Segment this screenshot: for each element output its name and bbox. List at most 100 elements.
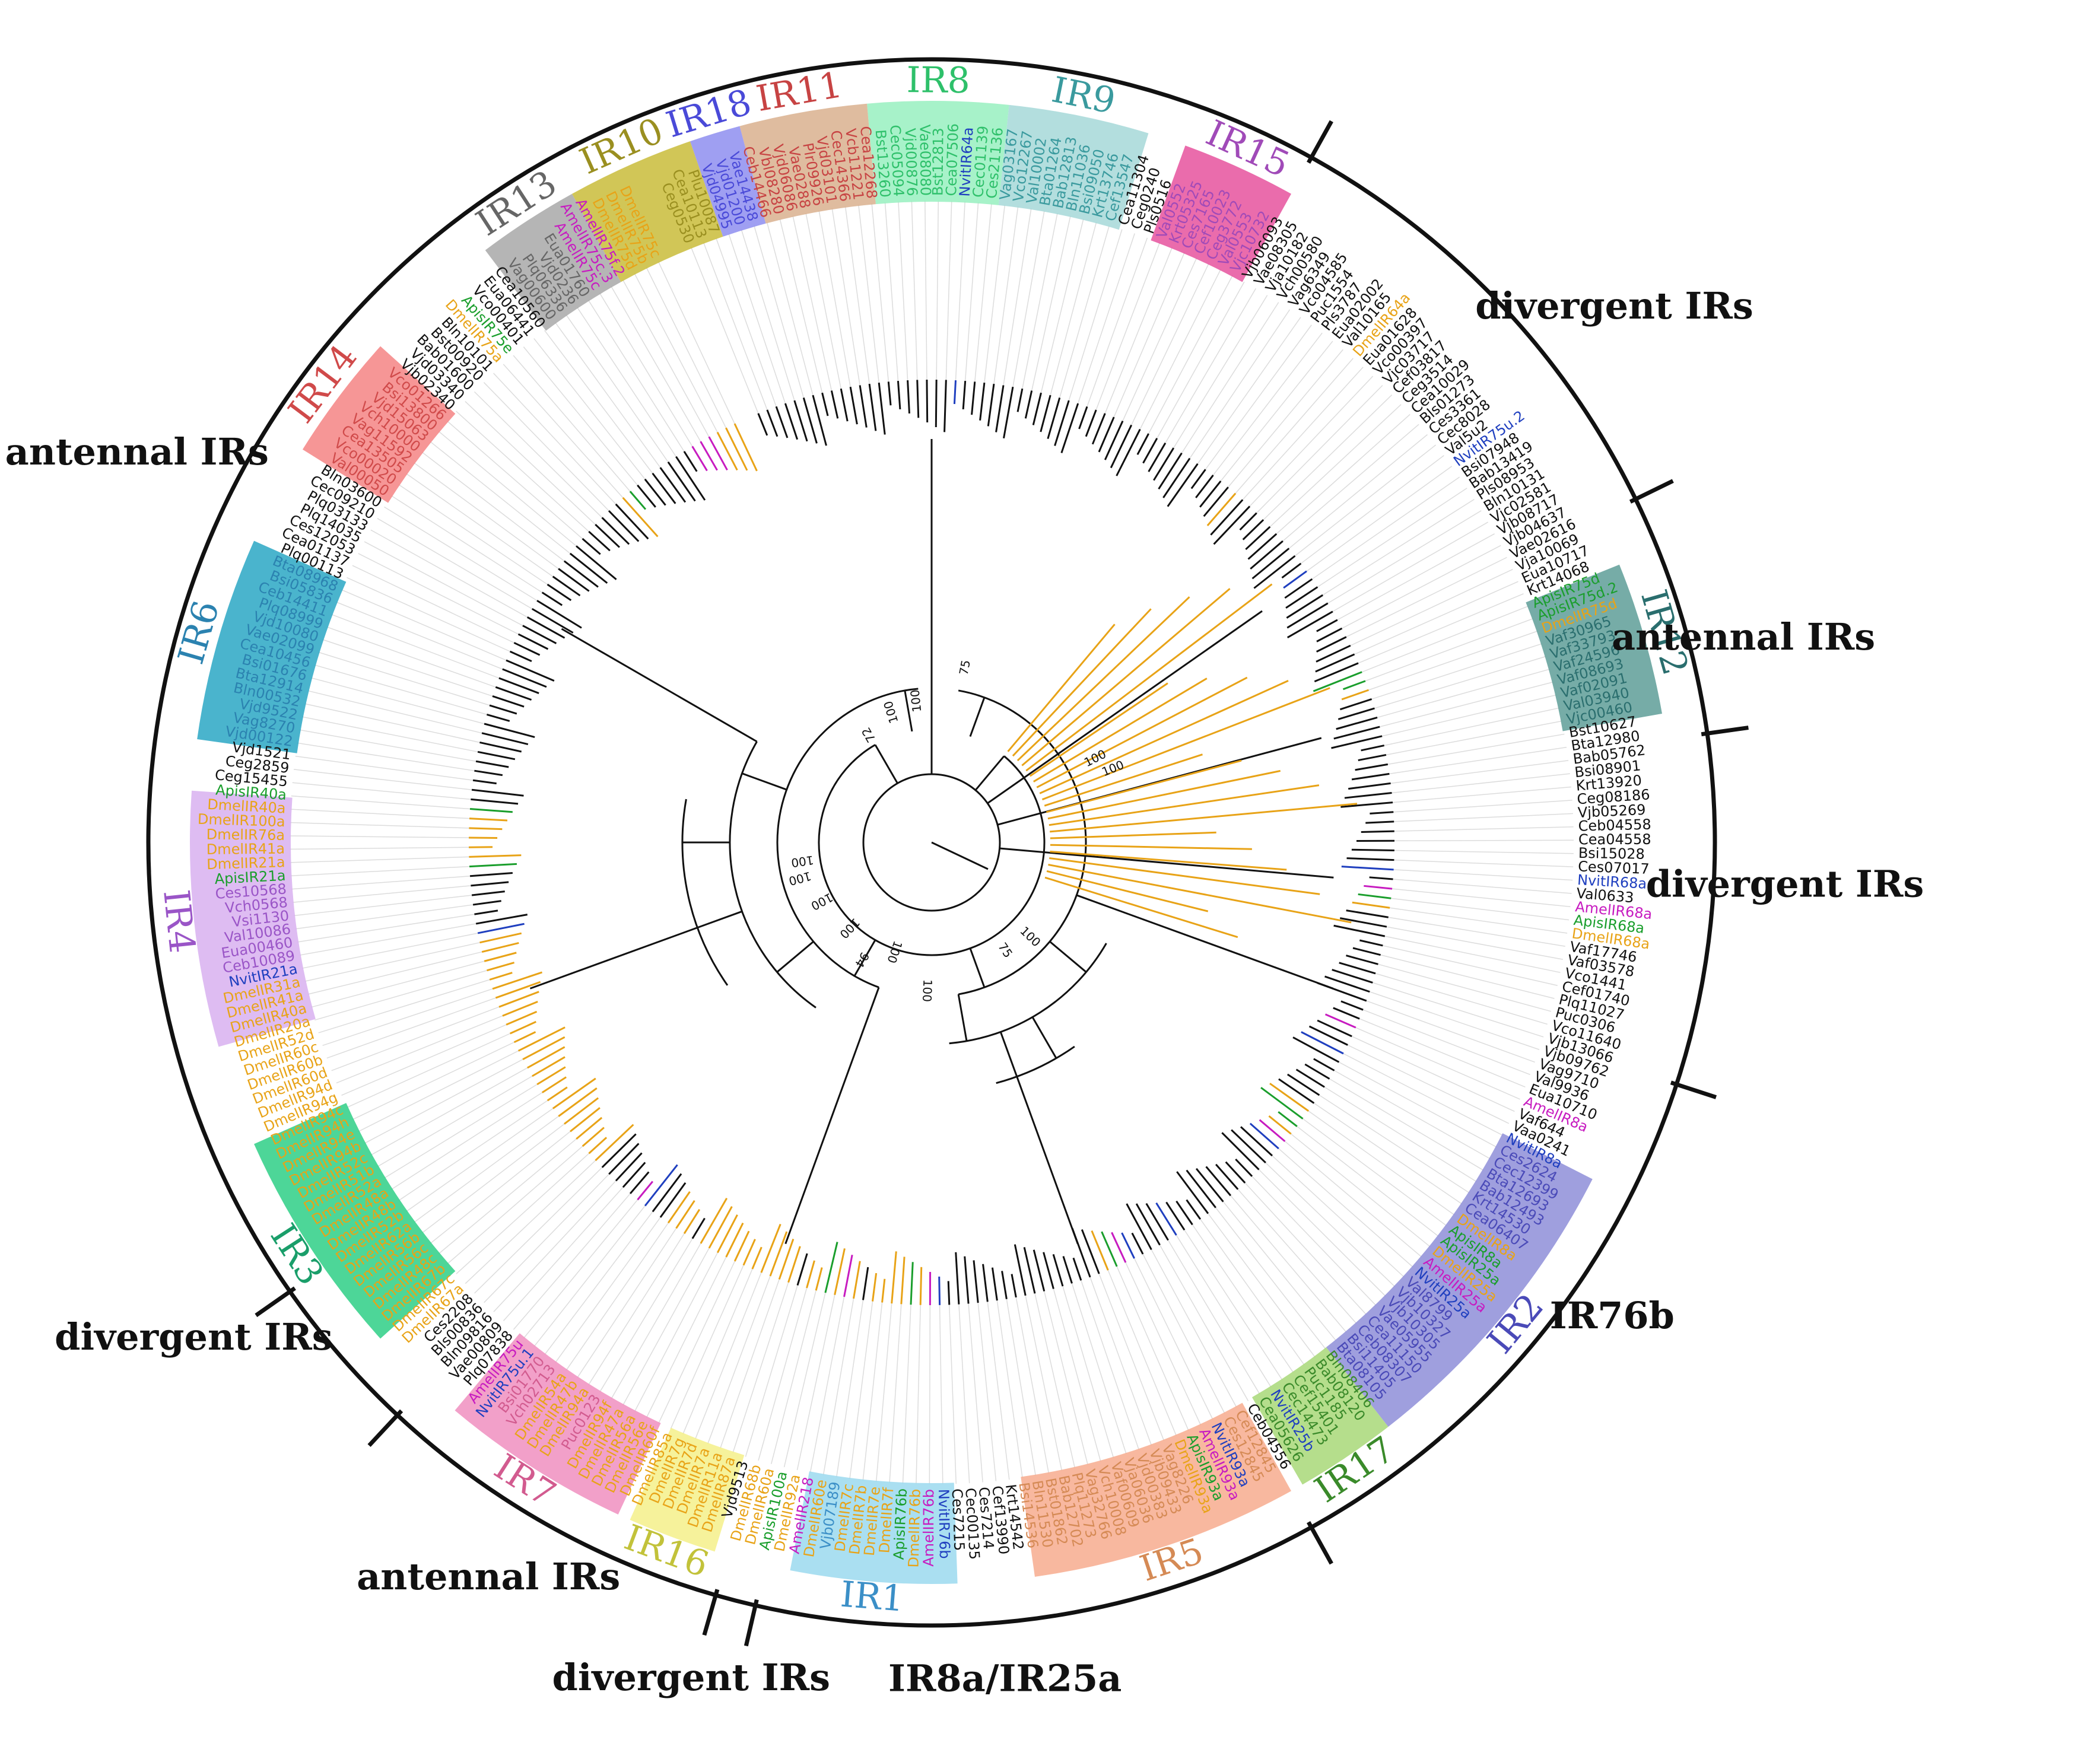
leaf-label: Vjb05269 (1577, 801, 1646, 821)
tip-branch (1091, 1230, 1109, 1271)
tip-branch (900, 1257, 906, 1305)
tip-branch (489, 972, 513, 981)
guide-line (398, 1100, 548, 1201)
leaf-label: NvitIR68a (1577, 871, 1647, 892)
guide-line (1095, 242, 1161, 411)
guide-line (1378, 963, 1552, 1012)
tip-branch (1308, 1025, 1348, 1046)
divergent-branch (1050, 803, 1358, 833)
guide-line (657, 261, 735, 424)
tip-branch (1364, 885, 1393, 890)
tip-branch (541, 591, 563, 606)
internal-branch-5 (969, 948, 986, 988)
ir14-band (302, 346, 456, 503)
tip-branch (910, 1262, 914, 1305)
tip-branch (675, 456, 706, 501)
guide-line (1251, 1176, 1377, 1306)
guide-line (484, 1173, 609, 1303)
tip-branch (716, 431, 738, 471)
guide-line (577, 1228, 677, 1378)
tip-branch (1060, 403, 1079, 453)
tip-branch (1085, 409, 1097, 437)
tip-branch (700, 1197, 728, 1244)
tip-branch (1231, 1129, 1266, 1164)
ir4-label: IR4 (155, 888, 203, 955)
guide-line (929, 1305, 931, 1484)
guide-line (493, 1180, 617, 1312)
tip-branch (1260, 1087, 1304, 1120)
guide-line (1151, 1249, 1237, 1408)
tip-branch (615, 1152, 643, 1182)
tip-branch (1278, 1078, 1315, 1104)
tip-branch (1111, 1232, 1127, 1263)
guide-line (1374, 656, 1546, 709)
tip-branch (481, 941, 519, 953)
guide-line (822, 1298, 854, 1475)
guide-line (1381, 694, 1557, 737)
guide-line (1220, 341, 1333, 482)
tip-branch (629, 1171, 650, 1194)
guide-line (1288, 434, 1428, 549)
internal-branch-13 (999, 1031, 1018, 1077)
tip-branch (1340, 801, 1393, 808)
tip-branch (1278, 1111, 1298, 1127)
guide-line (1176, 1235, 1272, 1388)
guide-line (1189, 309, 1291, 459)
ir9-band (998, 104, 1149, 230)
guide-line (703, 242, 768, 411)
guide-line (1384, 707, 1560, 746)
tip-branch (1259, 1119, 1286, 1143)
guide-line (1390, 760, 1569, 784)
tip-branch (1131, 1232, 1144, 1255)
tip-branch (1213, 505, 1251, 545)
tip-branch (868, 383, 877, 431)
guide-line (1377, 669, 1551, 718)
divergent-irs-right-label: divergent IRs (1646, 862, 1924, 905)
section-separator-0 (1307, 120, 1333, 164)
guide-line (307, 690, 482, 734)
tip-branch (652, 1173, 682, 1213)
tip-branch (1206, 492, 1237, 526)
tip-branch (569, 552, 608, 584)
tip-branch (576, 1116, 603, 1140)
tip-branch (484, 723, 535, 739)
divergent-branch (1036, 676, 1248, 788)
leaf-label: ApisIR21a (214, 867, 286, 888)
tip-branch (615, 503, 649, 540)
leaf-label: DmelIR76b (906, 1488, 924, 1567)
tip-branch (1337, 707, 1375, 720)
guide-line (658, 1261, 735, 1424)
tip-branch (495, 981, 541, 999)
bootstrap-label: 100 (787, 869, 813, 888)
guide-line (322, 639, 493, 697)
tip-branch (1286, 610, 1333, 638)
guide-line (565, 1222, 669, 1371)
guide-line (370, 1067, 528, 1156)
section-separator-4 (1307, 1521, 1333, 1565)
guide-line (447, 1146, 583, 1265)
ir7-band (455, 1333, 661, 1515)
tip-branch (1162, 457, 1191, 498)
leaf-label: DmelIR100a (198, 811, 285, 831)
tip-branch (582, 1127, 605, 1147)
tip-branch (1370, 811, 1394, 815)
tip-branch (725, 1222, 744, 1258)
tip-branch (1195, 475, 1214, 498)
tip-branch (472, 779, 497, 785)
guide-line (1259, 1169, 1386, 1297)
ir16-band (630, 1427, 745, 1552)
tip-branch (742, 1239, 756, 1266)
guide-line (634, 1252, 718, 1412)
tip-branch (644, 1164, 678, 1207)
guide-line (1050, 222, 1097, 396)
guide-line (1157, 281, 1245, 439)
tip-branch (1072, 1257, 1082, 1281)
guide-line (352, 1042, 514, 1120)
guide-line (646, 267, 727, 428)
guide-line (1393, 869, 1573, 881)
ir3-band (254, 1103, 456, 1339)
guide-line (1022, 212, 1058, 389)
guide-line (1003, 208, 1032, 386)
tip-branch (1361, 745, 1385, 752)
guide-line (565, 314, 669, 463)
